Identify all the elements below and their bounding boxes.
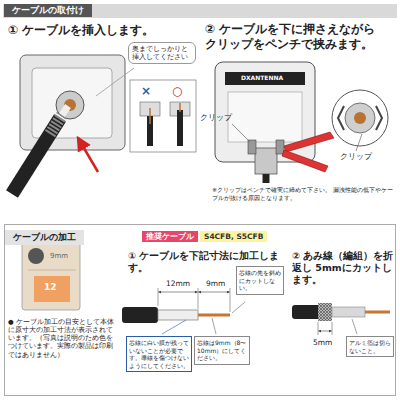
step-heading: ① ケーブルを下記寸法に加工します。 (128, 250, 286, 274)
note-text: ● ケーブル加工の目安として本体に原寸大の加工寸法が表示されています。（写真は説… (8, 318, 118, 359)
note-box: 芯線に白い膜が残っていないことが必要です。導線を傷つけないようにしてください。 (126, 336, 192, 372)
step-heading: ② あみ線（編組）を折返し 5mmにカットします。 (292, 250, 396, 286)
clip-drawing (215, 62, 388, 183)
callout-bubble: 奥までしっかりと挿入してください (128, 42, 196, 64)
dimension-label: 9mm (206, 279, 225, 288)
node-text: S4CFB, S5CFB (204, 232, 263, 241)
header-band (3, 4, 397, 18)
section-panel: ケーブルの加工 推奨ケーブル S4CFB, S5CFB 芯線の先を斜めにカットしない。… (4, 224, 396, 396)
dimension-label: 12mm (166, 279, 190, 288)
gauge-photo (22, 242, 80, 310)
node-text: 推奨ケーブル (146, 232, 194, 241)
node-text: 芯線の先を斜めにカットしない。 (239, 269, 281, 292)
brand-logo: DXANTENNA (241, 74, 283, 82)
note-box: アルミ箔は切らないこと。 (346, 336, 394, 357)
gauge-text: 12 (44, 282, 57, 293)
cable-cut-drawing (122, 288, 245, 334)
node-text: ケーブルの加工 (5, 230, 84, 245)
node-text: 芯線に白い膜が残っていないことが必要です。導線を傷つけないようにしてください。 (129, 339, 189, 369)
node-text: ケーブルの取付け (12, 5, 84, 16)
gauge-text: 9mm (50, 252, 68, 261)
cable-type-box: S4CFB, S5CFB (200, 231, 267, 242)
tag-label: 推奨ケーブル (142, 231, 198, 242)
step-heading: ① ケーブルを挿入します。 (8, 23, 154, 38)
insert-check-inset (130, 80, 196, 152)
braid-fold-drawing (292, 303, 390, 335)
connector-drawing (12, 55, 134, 194)
node-text: 芯線は9mm（8〜10mm）にしてください。 (197, 339, 247, 362)
note-text: ※クリップはペンチで確実に締めて下さい。 漏洩性能の低下やケーブルが抜ける原因と… (212, 186, 396, 201)
dimension-label: 5mm (313, 338, 332, 347)
section-header: ケーブルの取付け (4, 4, 92, 17)
part-label: クリップ (340, 152, 372, 161)
node-text: 奥までしっかりと挿入してください (132, 45, 192, 61)
note-box: 芯線の先を斜めにカットしない。 (236, 266, 284, 295)
ok-mark: ○ (172, 84, 182, 99)
node-text: アルミ箔は切らないこと。 (349, 339, 391, 354)
part-label: クリップ (200, 113, 232, 122)
ng-mark: × (141, 84, 151, 99)
step-heading: ② ケーブルを下に押さえながら クリップをペンチで挟みます。 (205, 22, 397, 52)
note-box: 芯線は9mm（8〜10mm）にしてください。 (194, 336, 250, 365)
